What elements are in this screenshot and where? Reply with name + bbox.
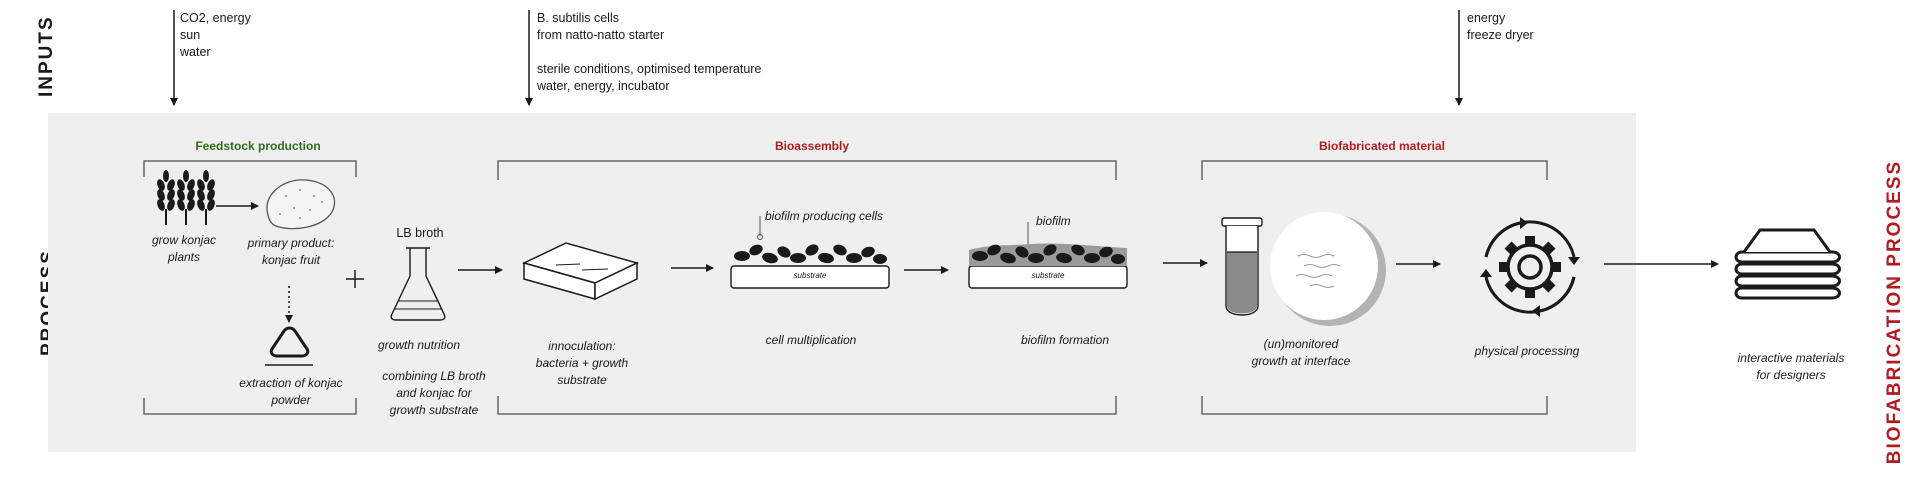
petri-dish-icon [1270, 212, 1386, 326]
bracket-feedstock [143, 160, 357, 415]
label-substrate-2: substrate [1031, 271, 1065, 280]
section-title-bioassembly: Bioassembly [774, 139, 850, 153]
wheat-icon [157, 170, 215, 225]
bracket-material [1201, 160, 1548, 415]
label-growth-nutrition: growth nutrition [377, 338, 461, 352]
folded-sheets-icon [1734, 228, 1841, 300]
biofilm-cluster-icon [968, 222, 1128, 289]
label-substrate-1: substrate [793, 271, 827, 280]
label-lb-broth: LB broth [396, 226, 444, 240]
section-title-material: Biofabricated material [1318, 139, 1446, 153]
label-biofilm-cells: biofilm producing cells [765, 209, 884, 223]
label-primary-product: primary product:konjac fruit [247, 236, 335, 267]
konjac-fruit-icon [266, 179, 336, 230]
label-biofilm-formation: biofilm formation [1020, 333, 1110, 347]
flask-icon [390, 247, 446, 321]
test-tube-icon [1221, 217, 1263, 316]
label-cell-multiplication: cell multiplication [765, 333, 857, 347]
powder-heap-icon [265, 326, 313, 366]
label-physical-processing: physical processing [1474, 344, 1580, 358]
bacteria-cluster-icon [730, 216, 890, 289]
plus-icon [346, 270, 364, 288]
bracket-bioassembly [497, 160, 1117, 415]
substrate-tray-icon [521, 242, 640, 301]
section-title-feedstock: Feedstock production [195, 139, 321, 153]
label-biofilm: biofilm [1036, 214, 1071, 228]
gear-cycle-icon [1480, 217, 1580, 317]
